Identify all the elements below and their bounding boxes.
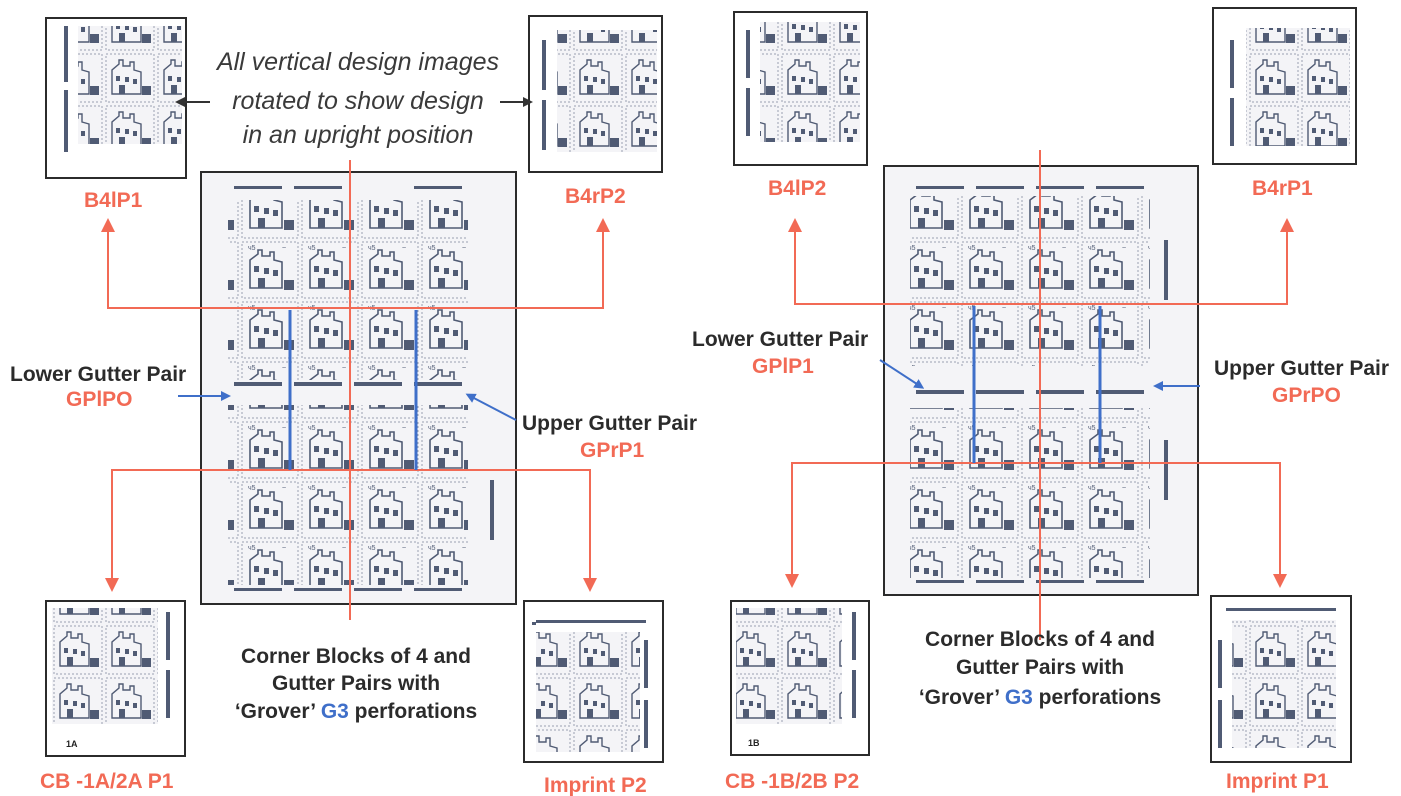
label-b4lp1: B4lP1 <box>84 189 143 212</box>
left-caption-pre: ‘Grover’ <box>235 700 321 723</box>
arrow-head-icon <box>101 218 115 232</box>
arrow-head-icon <box>105 578 119 592</box>
right-caption-line2: Gutter Pairs with <box>956 656 1124 679</box>
left-caption-line1: Corner Blocks of 4 and <box>241 645 471 668</box>
arrow-head-icon <box>785 574 799 588</box>
note-line1: All vertical design images <box>215 48 499 76</box>
right-caption-g3: G3 <box>1005 686 1033 709</box>
cb-corner-mark: 1A <box>66 739 78 749</box>
label-b4rp2: B4rP2 <box>565 185 626 208</box>
block-b4lp1-image <box>46 18 186 178</box>
label-b4rp1: B4rP1 <box>1252 177 1313 200</box>
block-cb-1b-2b-image: 1B <box>731 601 869 755</box>
right-red-guides <box>785 150 1294 640</box>
left-caption-line3: ‘Grover’ G3 perforations <box>235 700 477 723</box>
arrow-head-icon <box>1280 218 1294 232</box>
arrow-head-icon <box>596 218 610 232</box>
left-caption-g3: G3 <box>321 700 349 723</box>
arrow-head-icon <box>583 578 597 592</box>
label-imprint-p2: Imprint P2 <box>544 774 647 796</box>
label-left-lower-gutter: Lower Gutter Pair <box>10 363 186 386</box>
block-imprint-p2-image <box>524 601 663 762</box>
block-imprint-p1-image <box>1211 596 1351 762</box>
note-line3: in an upright position <box>243 121 474 149</box>
label-right-lower-gutter: Lower Gutter Pair <box>692 328 868 351</box>
right-caption-line1: Corner Blocks of 4 and <box>925 628 1155 651</box>
label-imprint-p1: Imprint P1 <box>1226 770 1329 793</box>
block-b4rp2-image <box>529 16 662 172</box>
left-caption-post: perforations <box>349 700 477 723</box>
label-right-upper-gutter: Upper Gutter Pair <box>1214 357 1389 380</box>
right-caption: Corner Blocks of 4 and Gutter Pairs with… <box>919 628 1161 709</box>
cb-corner-mark-right: 1B <box>748 738 760 748</box>
label-right-upper-gutter-code: GPrPO <box>1272 384 1341 407</box>
block-cb-1a-2a-image: 1A <box>46 601 185 756</box>
left-caption-line2: Gutter Pairs with <box>272 672 440 695</box>
arrow-head-icon <box>788 218 802 232</box>
label-cb-1a-2a: CB -1A/2A P1 <box>40 770 174 793</box>
block-b4lp2-image <box>734 12 867 165</box>
left-caption: Corner Blocks of 4 and Gutter Pairs with… <box>235 645 477 723</box>
left-sheet-image <box>201 172 516 604</box>
note-line2: rotated to show design <box>232 87 484 115</box>
right-caption-pre: ‘Grover’ <box>919 686 1005 709</box>
label-cb-1b-2b: CB -1B/2B P2 <box>725 770 859 793</box>
right-caption-post: perforations <box>1033 686 1161 709</box>
arrow-head-icon <box>1273 574 1287 588</box>
note-text: All vertical design images rotated to sh… <box>215 48 499 149</box>
label-left-lower-gutter-code: GPlPO <box>66 388 133 411</box>
label-right-lower-gutter-code: GPlP1 <box>752 355 814 378</box>
block-b4rp1-image <box>1213 8 1356 164</box>
label-b4lp2: B4lP2 <box>768 177 826 200</box>
label-left-upper-gutter-code: GPrP1 <box>580 439 645 462</box>
right-caption-line3: ‘Grover’ G3 perforations <box>919 686 1161 709</box>
label-left-upper-gutter: Upper Gutter Pair <box>522 412 697 435</box>
